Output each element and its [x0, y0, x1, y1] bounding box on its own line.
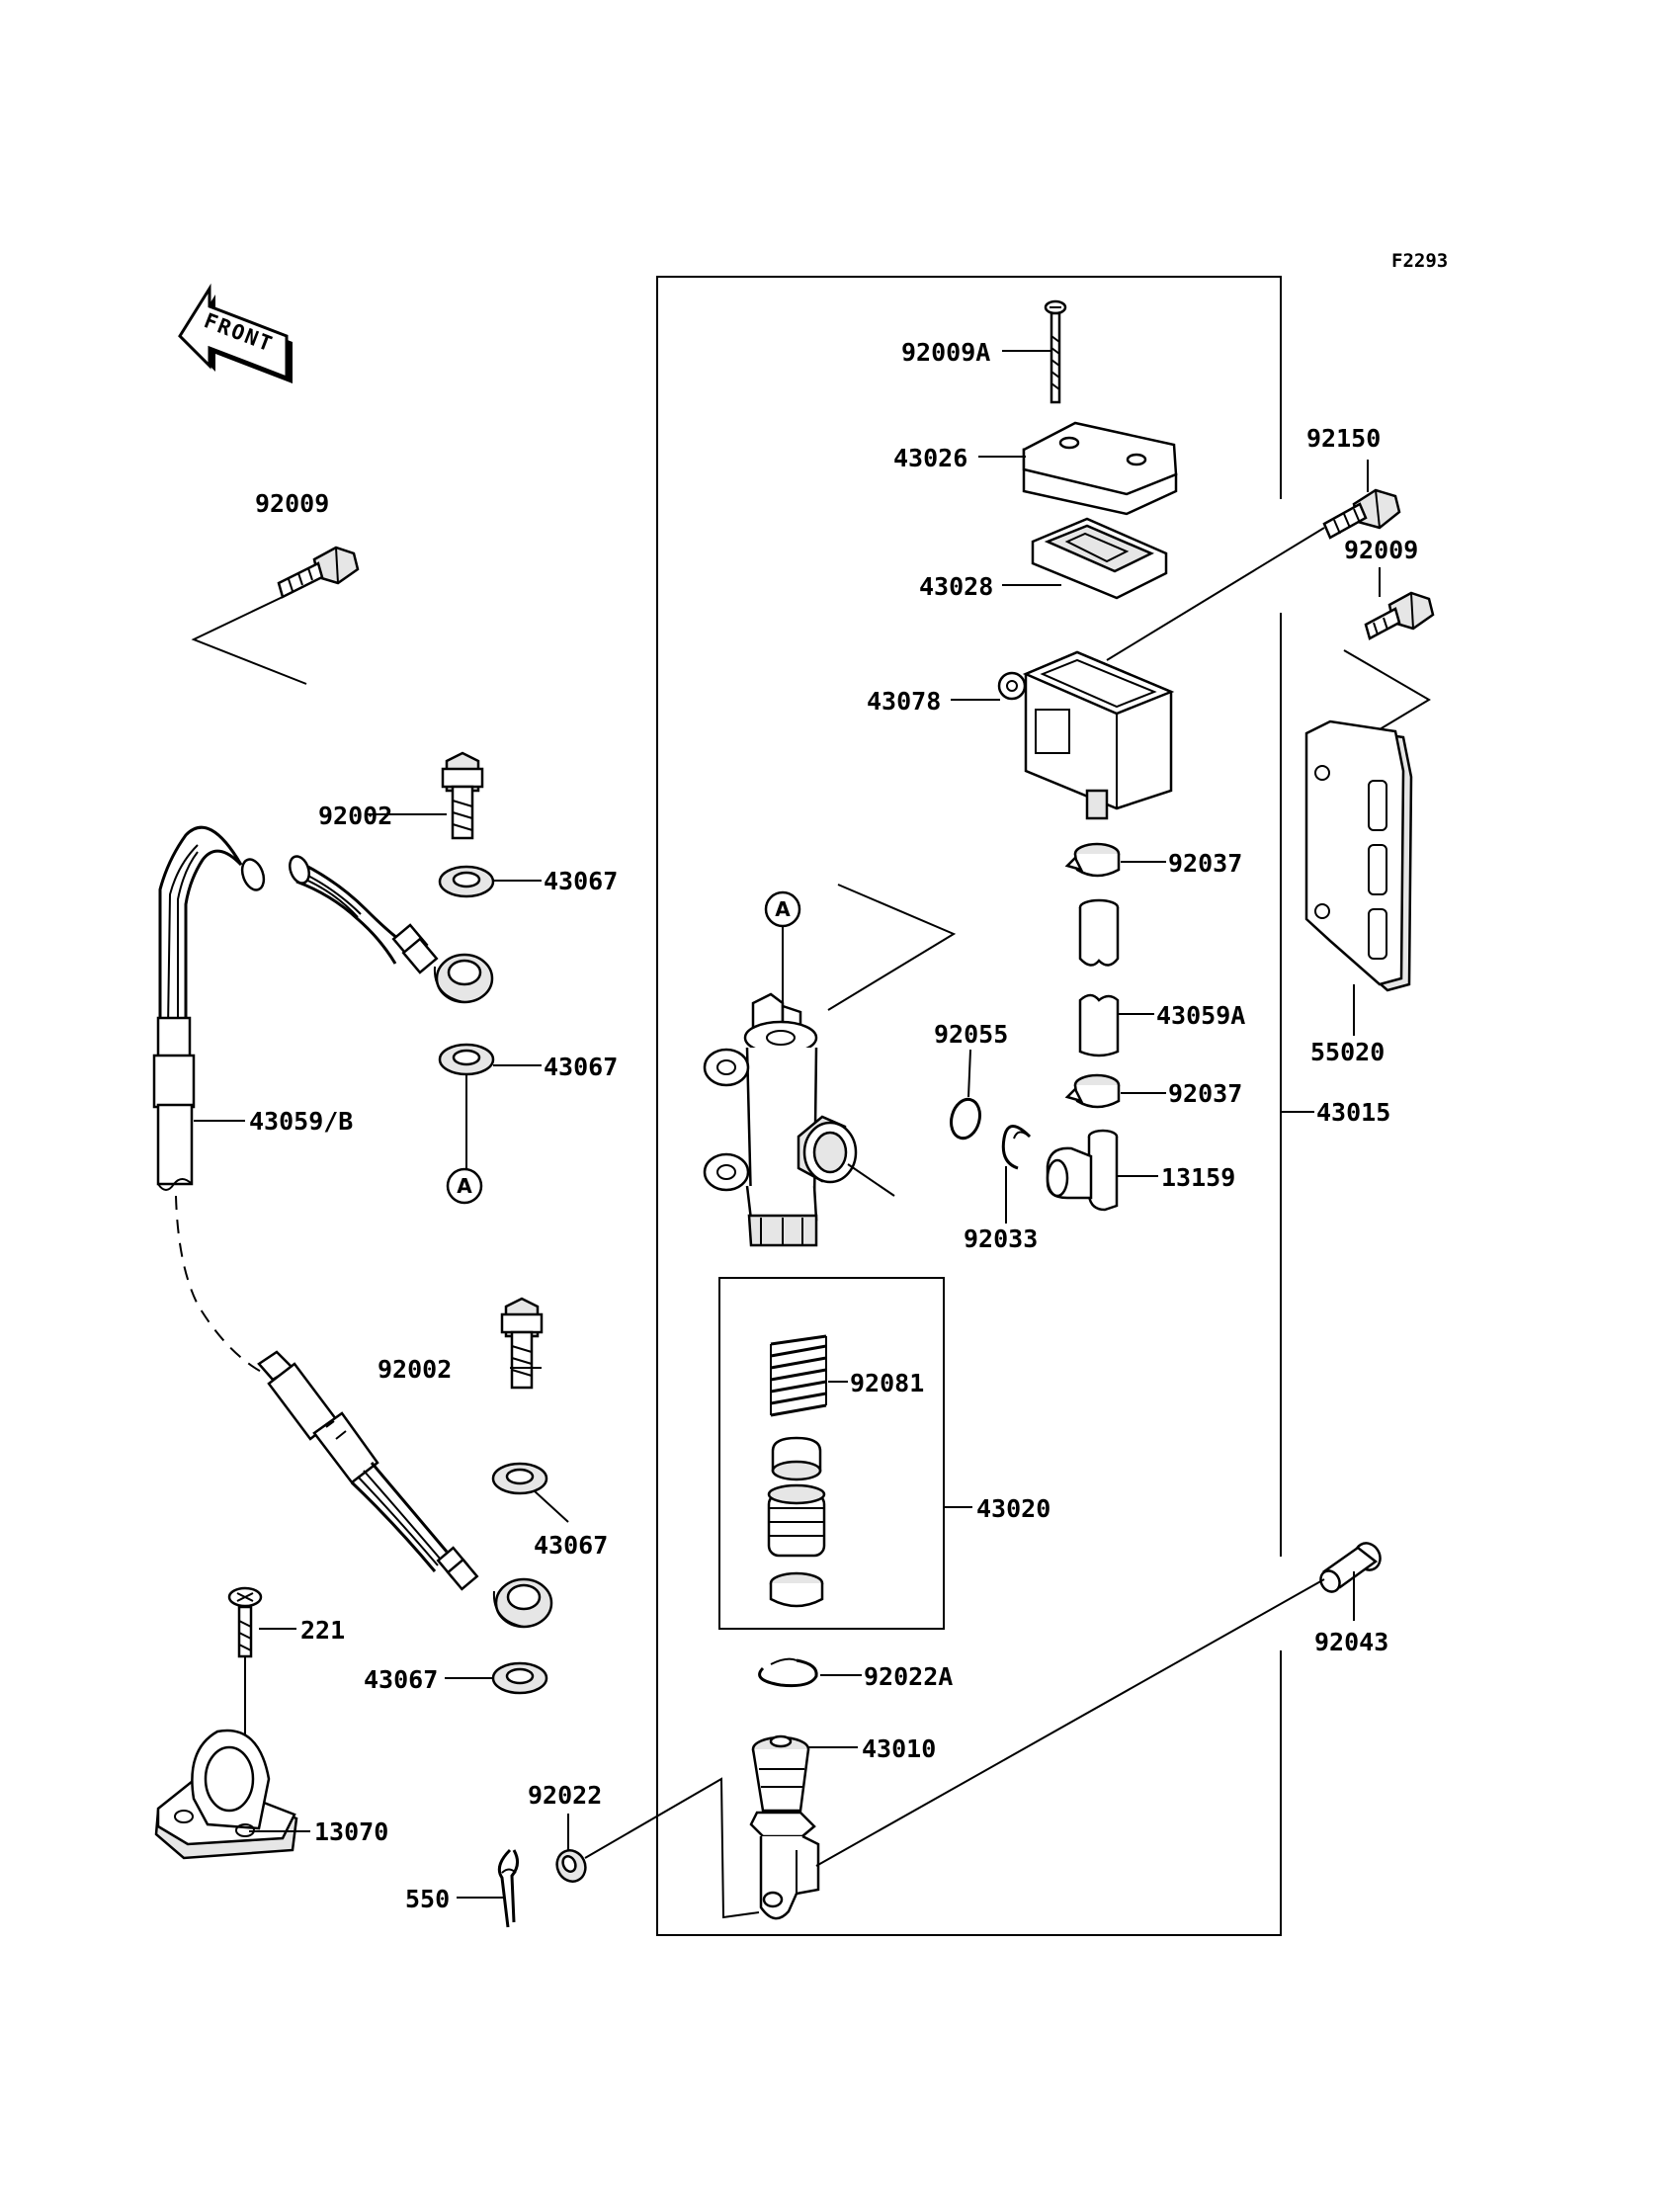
hose-clamp-92037-bottom: [1064, 1073, 1121, 1109]
diaphragm-43028: [1031, 517, 1168, 600]
assembly-box-43015: [656, 276, 1282, 1936]
label-43067-4: 43067: [364, 1665, 438, 1694]
label-43010: 43010: [862, 1734, 936, 1763]
label-55020: 55020: [1310, 1038, 1385, 1066]
label-43020: 43020: [976, 1494, 1050, 1523]
label-92055: 92055: [934, 1020, 1008, 1049]
bolt-92009-right: [1364, 591, 1435, 640]
guard-plate-55020: [1304, 719, 1413, 992]
figure-code: F2293: [1391, 250, 1448, 272]
label-92022A: 92022A: [864, 1662, 953, 1691]
washer-43067-4: [491, 1661, 548, 1695]
label-92002-top: 92002: [318, 802, 392, 830]
reservoir-hose-43059A: [1078, 898, 1120, 1057]
svg-text:A: A: [775, 897, 791, 921]
label-43028: 43028: [919, 572, 993, 601]
washer-43067-1: [438, 865, 495, 898]
brake-hose-43059B: [152, 825, 494, 1191]
label-43059A: 43059A: [1156, 1001, 1245, 1030]
elbow-fitting-13159: [1046, 1129, 1119, 1212]
o-ring-92055: [950, 1097, 981, 1141]
label-13070: 13070: [314, 1817, 388, 1846]
label-92009-right: 92009: [1344, 536, 1418, 564]
label-43078: 43078: [867, 687, 941, 716]
washer-43067-2: [438, 1043, 495, 1076]
spring-92081: [770, 1334, 827, 1417]
link-line-o-ring: [847, 1163, 895, 1197]
label-43059B: 43059/B: [249, 1107, 353, 1136]
label-92022: 92022: [528, 1781, 602, 1810]
label-92037-bottom: 92037: [1168, 1079, 1242, 1108]
banjo-bolt-92002-bottom: [500, 1297, 544, 1390]
label-92037-top: 92037: [1168, 849, 1242, 878]
hose-continuation-dashed: [175, 1195, 266, 1375]
svg-text:A: A: [457, 1174, 472, 1198]
master-cylinder-body: [703, 992, 858, 1247]
screw-221: [227, 1586, 263, 1658]
label-92081: 92081: [850, 1369, 924, 1397]
label-92002-bottom: 92002: [378, 1355, 452, 1384]
cup-seal: [769, 1571, 824, 1608]
label-92009-left: 92009: [255, 489, 329, 518]
reservoir-cap-43026: [1022, 421, 1178, 516]
label-550: 550: [405, 1885, 450, 1913]
label-92033: 92033: [964, 1225, 1038, 1253]
label-43015: 43015: [1316, 1098, 1390, 1127]
label-92150: 92150: [1306, 424, 1381, 453]
screw-92009A: [1044, 299, 1067, 404]
washer-92022: [555, 1849, 587, 1883]
ref-marker-a-upper: A: [764, 890, 801, 928]
bolt-92009-left: [277, 546, 360, 599]
label-221: 221: [300, 1616, 345, 1645]
piston: [767, 1483, 826, 1558]
label-43067-2: 43067: [544, 1053, 618, 1081]
spring-seat: [771, 1436, 822, 1481]
circlip-92033: [1001, 1125, 1032, 1170]
clevis-pin-92043: [1319, 1542, 1382, 1593]
label-13159: 13159: [1161, 1163, 1235, 1192]
link-line-a-to-body: [827, 884, 957, 1011]
front-direction-arrow: FRONT: [178, 283, 293, 383]
label-43067-1: 43067: [544, 867, 618, 895]
brake-hose-lower-portion: [257, 1350, 553, 1629]
piston-kit-box-43020: [718, 1277, 945, 1630]
bolt-92150: [1322, 488, 1401, 540]
hose-clamp-92037-top: [1064, 842, 1121, 878]
label-43067-3: 43067: [534, 1531, 608, 1560]
snap-ring-92022A: [758, 1657, 818, 1688]
ref-marker-a-lower: A: [446, 1167, 483, 1205]
bracket-13070: [154, 1729, 298, 1860]
cotter-pin-550: [497, 1848, 519, 1928]
label-92043: 92043: [1314, 1628, 1388, 1656]
push-rod-43010: [749, 1734, 820, 1920]
label-43026: 43026: [893, 444, 967, 472]
banjo-bolt-92002-top: [441, 751, 484, 840]
leader-lines: [191, 350, 1431, 1919]
label-92009A: 92009A: [901, 338, 990, 367]
reservoir-43078: [997, 650, 1175, 820]
washer-43067-3: [491, 1462, 548, 1495]
